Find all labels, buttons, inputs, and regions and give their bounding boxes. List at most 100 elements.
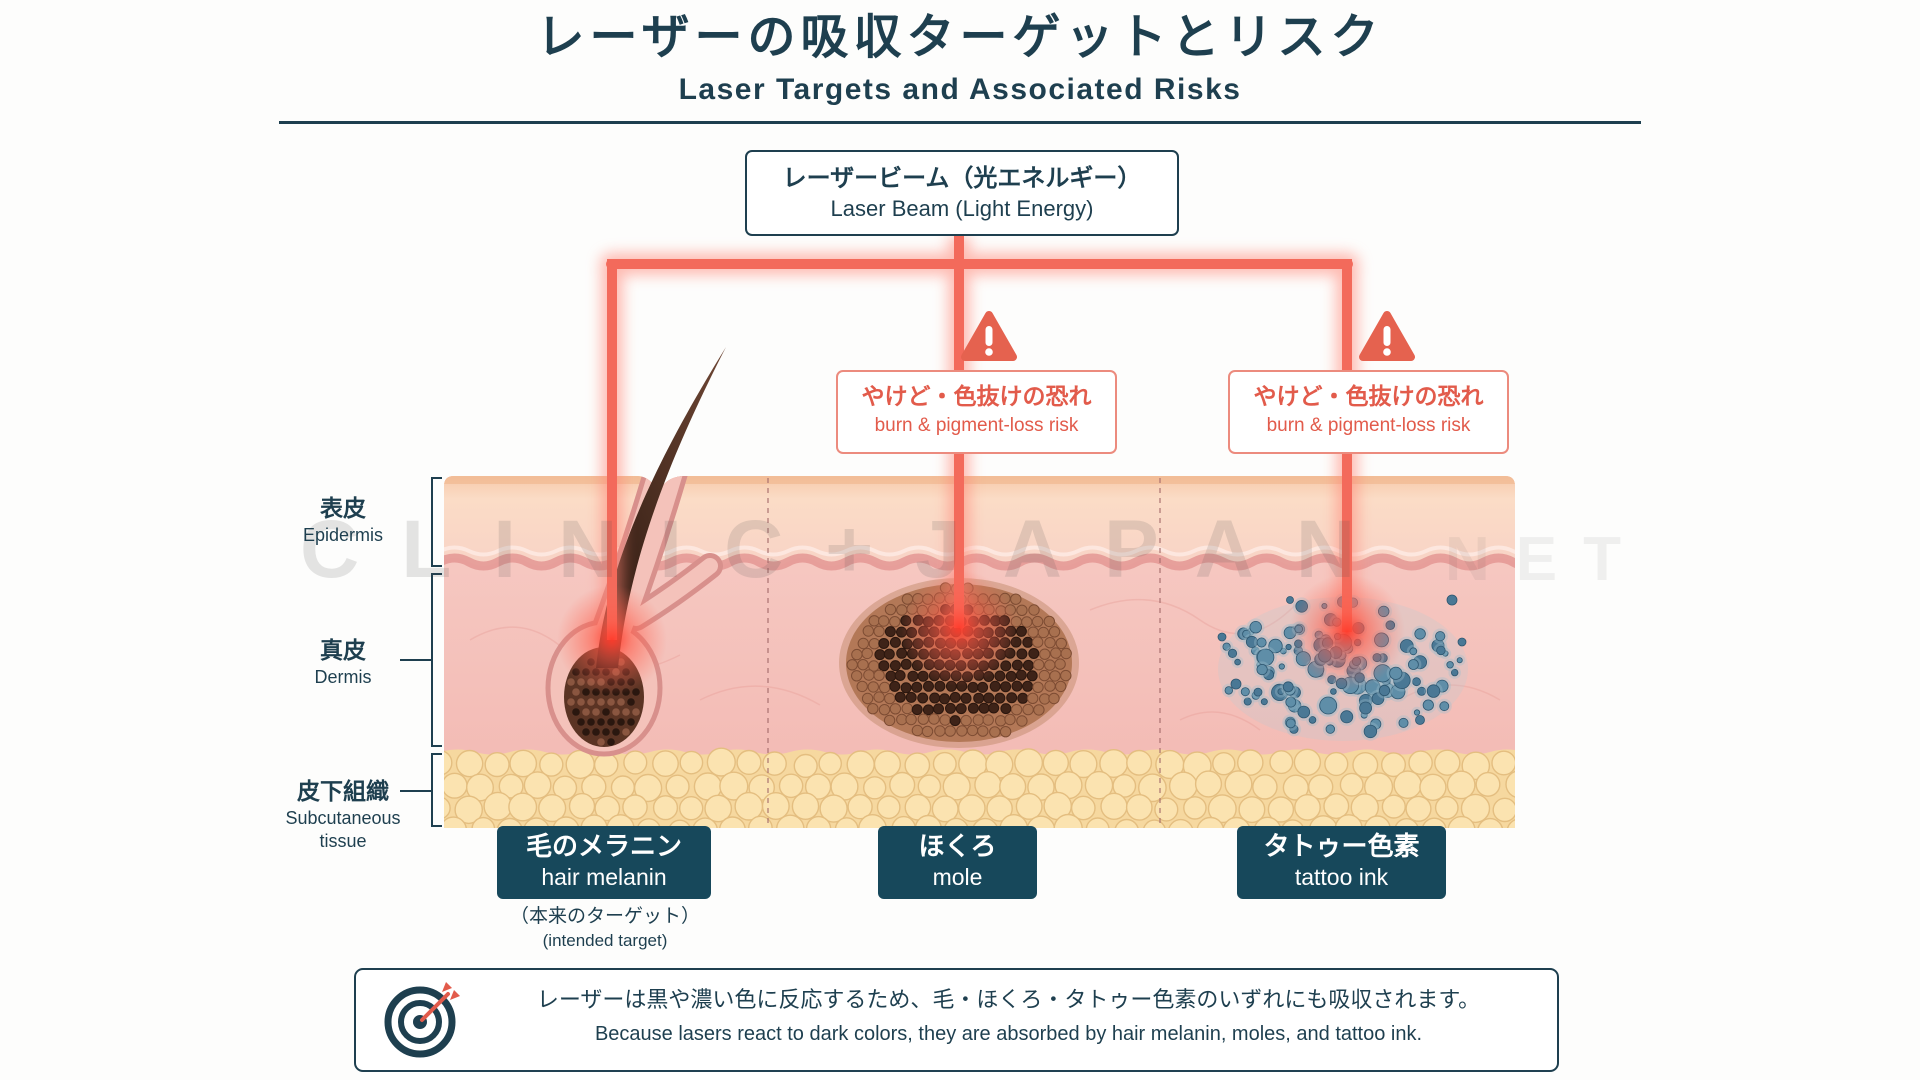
target-label-en: mole <box>878 863 1037 891</box>
layer-label-ja: 皮下組織 <box>263 777 423 807</box>
tattoo-particle <box>1399 718 1408 727</box>
mole-cell <box>885 693 895 703</box>
hair-bulb-cell <box>577 718 585 726</box>
target-arrow-fletch <box>450 990 460 1000</box>
fat-cell <box>737 751 761 775</box>
intended-target-note: （本来のターゲット） (intended target) <box>495 903 715 953</box>
mole-cell <box>862 693 872 703</box>
mole-cell <box>1023 660 1033 670</box>
fat-cell <box>1213 753 1235 775</box>
hair-bulb-cell <box>572 708 580 716</box>
risk-label-mole: やけど・色抜けの恐れ burn & pigment-loss risk <box>836 370 1117 454</box>
mole-cell <box>1005 714 1015 724</box>
page-title-ja: レーザーの吸収ターゲットとリスク <box>0 8 1920 66</box>
tattoo-particle <box>1458 638 1466 646</box>
tattoo-particle <box>1257 638 1266 647</box>
watermark-main: CLINIC+JAPAN <box>300 500 1397 600</box>
fat-cell <box>959 795 985 821</box>
hair-bulb-cell <box>622 708 630 716</box>
mole-cell <box>940 715 950 725</box>
tattoo-particle <box>1231 679 1241 689</box>
tattoo-particle <box>1286 644 1291 649</box>
fat-cell <box>484 792 512 820</box>
target-label-hair-melanin: 毛のメラニン hair melanin <box>497 826 711 899</box>
mole-cell <box>901 659 911 669</box>
mole-cell <box>974 693 984 703</box>
fat-cell <box>1016 794 1042 820</box>
tattoo-particle <box>1436 632 1445 641</box>
risk-label-en: burn & pigment-loss risk <box>1230 413 1507 439</box>
tattoo-particle <box>1364 725 1377 738</box>
mole-cell <box>961 715 971 725</box>
mole-cell <box>897 648 907 658</box>
tattoo-particle <box>1414 710 1419 715</box>
fat-cell <box>1409 751 1432 774</box>
laser-beam-label: レーザービーム（光エネルギー） Laser Beam (Light Energy… <box>745 150 1179 236</box>
mole-cell <box>1017 605 1027 615</box>
fat-cell <box>763 793 790 820</box>
title-divider <box>279 121 1641 124</box>
hair-bulb-cell <box>592 708 600 716</box>
tattoo-particle <box>1410 648 1417 655</box>
fat-cell <box>1197 818 1223 844</box>
hair-bulb-cell <box>612 708 620 716</box>
tattoo-particle <box>1341 711 1353 723</box>
laser-beam-label-ja: レーザービーム（光エネルギー） <box>747 162 1177 194</box>
tattoo-particle <box>1331 689 1337 695</box>
mole-cell <box>967 725 977 735</box>
fat-cell <box>1436 797 1458 819</box>
tattoo-particle <box>1241 688 1249 696</box>
mole-cell <box>934 704 944 714</box>
mole-cell <box>1032 616 1042 626</box>
fat-cell <box>918 775 940 797</box>
warning-icon <box>965 315 1013 357</box>
tattoo-particle <box>1286 697 1296 707</box>
fat-cell <box>485 753 509 777</box>
warning-icon <box>1363 315 1411 357</box>
tattoo-particle <box>1447 662 1454 669</box>
mole-cell <box>874 626 884 636</box>
mole-cell <box>945 726 955 736</box>
summary-box: レーザーは黒や濃い色に反応するため、毛・ほくろ・タトゥー色素のいずれにも吸収され… <box>354 968 1559 1072</box>
layer-label-ja: 真皮 <box>263 636 423 666</box>
target-label-en: hair melanin <box>497 863 711 891</box>
tattoo-particle <box>1416 716 1425 725</box>
bracket-subcutaneous <box>432 754 442 826</box>
fat-cell <box>1115 820 1139 844</box>
fat-cell <box>1340 773 1363 796</box>
fat-cell <box>1294 749 1320 775</box>
mole-cell <box>1040 649 1050 659</box>
target-label-en: tattoo ink <box>1237 863 1446 891</box>
fat-cell <box>442 773 467 798</box>
mole-cell <box>875 650 885 660</box>
mole-cell <box>890 681 900 691</box>
mole-cell <box>968 703 978 713</box>
mole-cell <box>884 649 894 659</box>
mole-cell <box>884 715 894 725</box>
tattoo-particle <box>1228 649 1236 657</box>
hair-bulb-cell <box>582 728 590 736</box>
mole-cell <box>956 704 966 714</box>
fat-cell <box>1382 795 1405 818</box>
mole-cell <box>930 693 940 703</box>
mole-cell <box>1051 648 1061 658</box>
beam-glow-hair <box>557 585 667 695</box>
fat-cell <box>1143 820 1165 842</box>
mole-cell <box>995 693 1005 703</box>
mole-cell <box>950 716 960 726</box>
mole-cell <box>1023 704 1033 714</box>
fat-cell <box>1435 750 1460 775</box>
mole-cell <box>1007 693 1017 703</box>
mole-cell <box>990 681 1000 691</box>
risk-label-ja: やけど・色抜けの恐れ <box>1230 381 1507 413</box>
mole-cell <box>890 704 900 714</box>
tattoo-particle <box>1408 660 1418 670</box>
fat-cell <box>1043 750 1068 775</box>
mole-cell <box>1056 638 1066 648</box>
mole-cell <box>912 725 922 735</box>
hair-bulb-cell <box>607 738 615 746</box>
mole-cell <box>852 649 862 659</box>
fat-cell <box>1476 773 1500 797</box>
fat-cell <box>819 753 841 775</box>
tattoo-particle <box>1415 629 1426 640</box>
